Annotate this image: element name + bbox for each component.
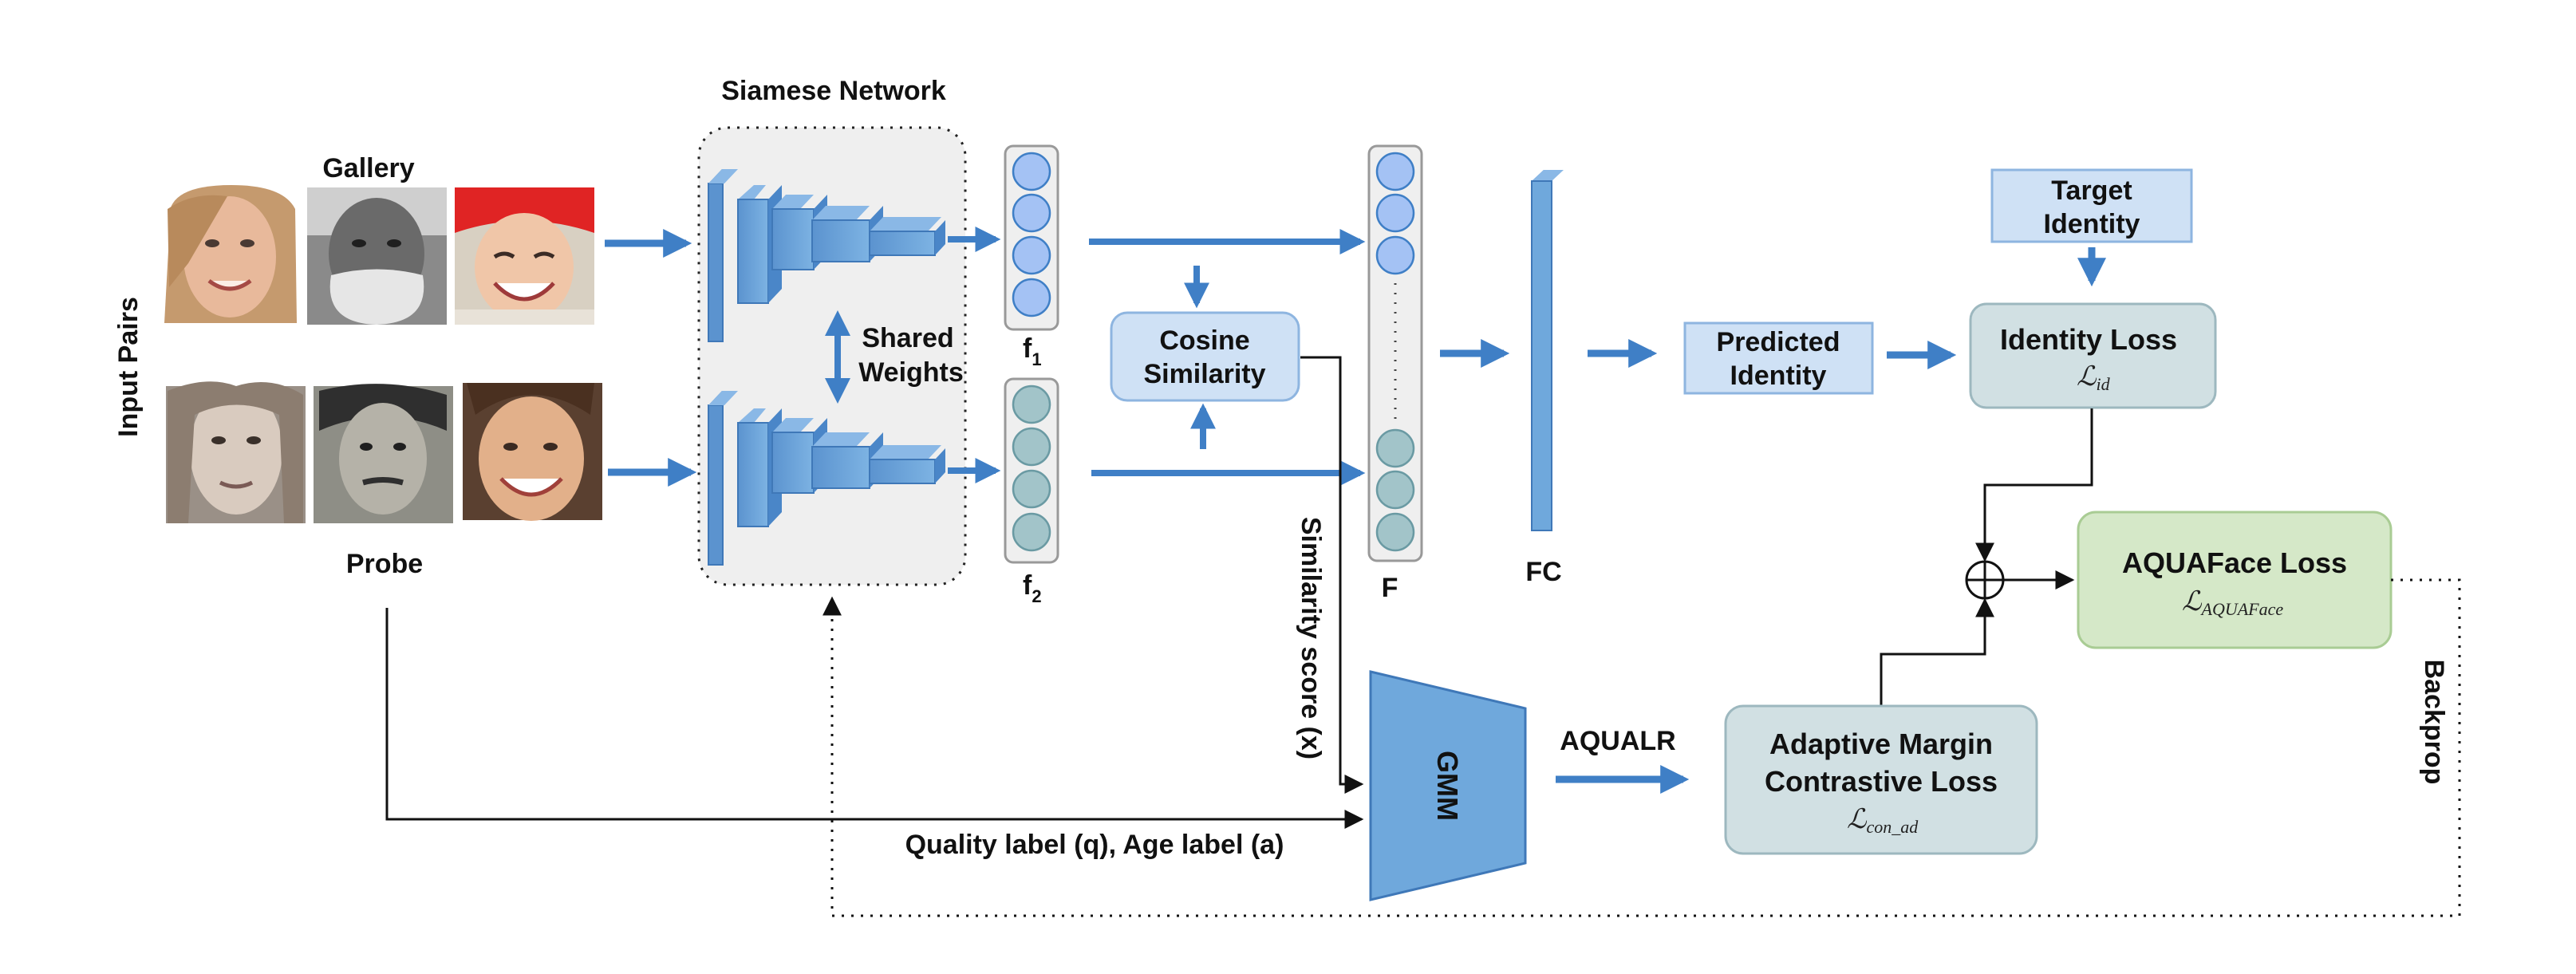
similarity-score-label: Similarity score (x) [1296,517,1326,759]
feature-vector-f1 [1004,144,1059,331]
gallery-face-2 [307,187,447,325]
f2-label: f2 [1023,570,1042,606]
target-identity-label-line2: Identity [2044,209,2140,239]
cnn-bottom [708,391,945,566]
backprop-line [823,578,2461,917]
quality-age-label: Quality label (q), Age label (a) [905,830,1284,860]
aquaface-loss-label: AQUAFace Loss [2122,546,2347,579]
gallery-face-3 [455,187,594,325]
probe-face-3 [463,383,602,521]
predicted-identity-box [1683,321,1874,395]
probe-label: Probe [346,549,423,579]
adaptive-margin-formula: ℒcon_ad [1847,805,1919,837]
circle-plus-icon [1965,560,2005,600]
cnn-top [708,169,945,342]
adaptive-margin-label-line2: Contrastive Loss [1765,765,1998,798]
feature-vector-F [1367,144,1423,562]
shared-weights-label-line2: Weights [858,357,964,388]
quality-age-label-line [385,608,1364,829]
gallery-label: Gallery [322,153,414,183]
predicted-identity-label-line2: Identity [1730,361,1827,391]
f1-label: f1 [1023,333,1042,369]
F-label: F [1382,573,1398,603]
identity-loss-box [1969,302,2217,409]
shared-weights-label-line1: Shared [862,323,953,353]
target-identity-box [1990,168,2193,243]
siamese-network-title: Siamese Network [721,76,946,106]
aquaface-loss-formula: ℒAQUAFace [2182,587,2283,619]
probe-face-2 [314,384,453,523]
adaptive-loss-to-sum-line [1880,597,1994,706]
aquaface-loss-box [2077,511,2393,649]
cosine-similarity-label-line2: Similarity [1143,359,1265,389]
identity-loss-to-sum-line [1975,408,2093,562]
cosine-similarity-label-line1: Cosine [1159,325,1249,356]
probe-face-1 [166,381,306,523]
adaptive-margin-loss-box [1724,704,2038,855]
gmm-block [1369,670,1527,901]
identity-loss-formula: ℒid [2077,362,2111,394]
input-pairs-label: Input Pairs [113,297,144,437]
gmm-label: GMM [1431,751,1464,821]
predicted-identity-label-line1: Predicted [1717,327,1840,357]
identity-loss-label: Identity Loss [2000,323,2177,356]
aqualr-label: AQUALR [1560,726,1675,756]
similarity-score-line [1300,356,1364,794]
FC-label: FC [1525,557,1561,587]
fc-layer [1531,170,1564,531]
feature-vector-f2 [1004,377,1059,564]
adaptive-margin-label-line1: Adaptive Margin [1769,728,1993,760]
gallery-face-1 [160,185,299,325]
cosine-similarity-box [1110,311,1300,402]
target-identity-label-line1: Target [2051,175,2132,206]
backprop-label: Backprop [2419,660,2449,785]
